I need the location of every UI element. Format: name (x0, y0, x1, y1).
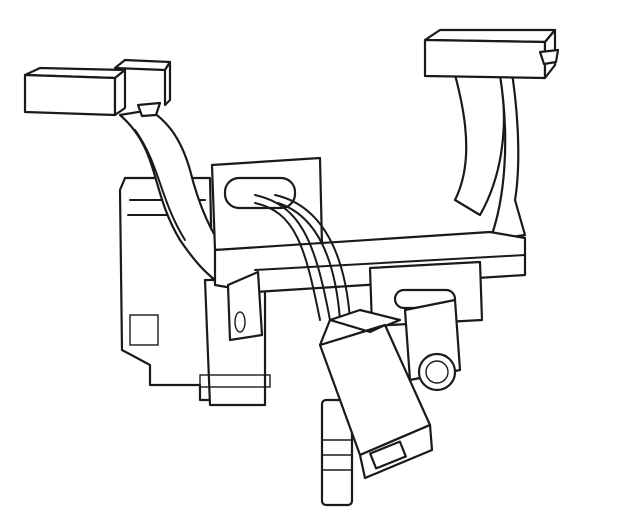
right-bracket-arm (453, 58, 527, 242)
rj-port (369, 440, 407, 470)
cable-slot (223, 176, 297, 210)
left-top-block (23, 58, 172, 118)
right-top-block (423, 28, 560, 80)
center-plate (210, 156, 324, 252)
rj-connector (318, 308, 434, 480)
label-area (129, 314, 159, 346)
cable-bundle (254, 194, 351, 321)
cylindrical-plug (320, 398, 354, 507)
right-latch-tab (538, 48, 560, 66)
round-knob (403, 298, 462, 392)
left-latch-tab (136, 101, 162, 118)
